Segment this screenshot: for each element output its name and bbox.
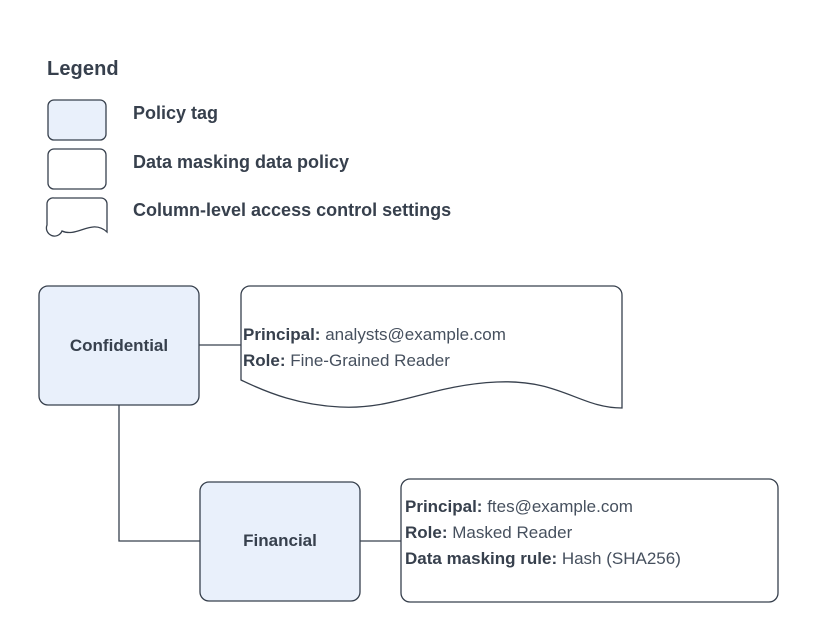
annotation-text-financial-access: Principal: ftes@example.com Role: Masked…	[405, 494, 681, 572]
annotation-row-role: Role: Masked Reader	[405, 520, 681, 546]
node-financial[interactable]	[199, 481, 361, 602]
annotation-value-data-masking-rule: Hash (SHA256)	[561, 549, 681, 568]
legend-swatch-data-masking-policy	[47, 148, 107, 190]
annotation-value-role: Fine-Grained Reader	[290, 351, 450, 370]
annotation-box-confidential-access[interactable]	[240, 285, 623, 409]
annotation-row-principal: Principal: analysts@example.com	[243, 322, 506, 348]
annotation-row-role: Role: Fine-Grained Reader	[243, 348, 506, 374]
annotation-key-role: Role:	[405, 523, 453, 542]
annotation-key-data-masking-rule: Data masking rule:	[405, 549, 562, 568]
annotation-text-confidential-access: Principal: analysts@example.com Role: Fi…	[243, 322, 506, 374]
annotation-key-principal: Principal:	[405, 497, 488, 516]
node-label-confidential: Confidential	[69, 336, 169, 355]
annotation-row-data-masking-rule: Data masking rule: Hash (SHA256)	[405, 546, 681, 572]
annotation-row-principal: Principal: ftes@example.com	[405, 494, 681, 520]
annotation-key-principal: Principal:	[243, 325, 326, 344]
legend-swatch-column-level-access	[45, 197, 108, 237]
annotation-key-role: Role:	[243, 351, 291, 370]
legend-swatch-policy-tag	[47, 99, 107, 141]
legend-label-data-masking-policy: Data masking data policy	[133, 152, 350, 172]
legend-label-policy-tag: Policy tag	[133, 103, 219, 123]
legend-title: Legend	[47, 58, 119, 80]
edge-confidential-to-financial	[118, 405, 200, 542]
annotation-box-financial-access[interactable]	[400, 478, 779, 603]
node-label-financial: Financial	[243, 531, 317, 550]
legend-label-column-level-access: Column-level access control settings	[133, 200, 452, 220]
annotation-value-role: Masked Reader	[452, 523, 573, 542]
annotation-value-principal: ftes@example.com	[487, 497, 633, 516]
annotation-value-principal: analysts@example.com	[325, 325, 506, 344]
node-confidential[interactable]	[38, 285, 200, 406]
